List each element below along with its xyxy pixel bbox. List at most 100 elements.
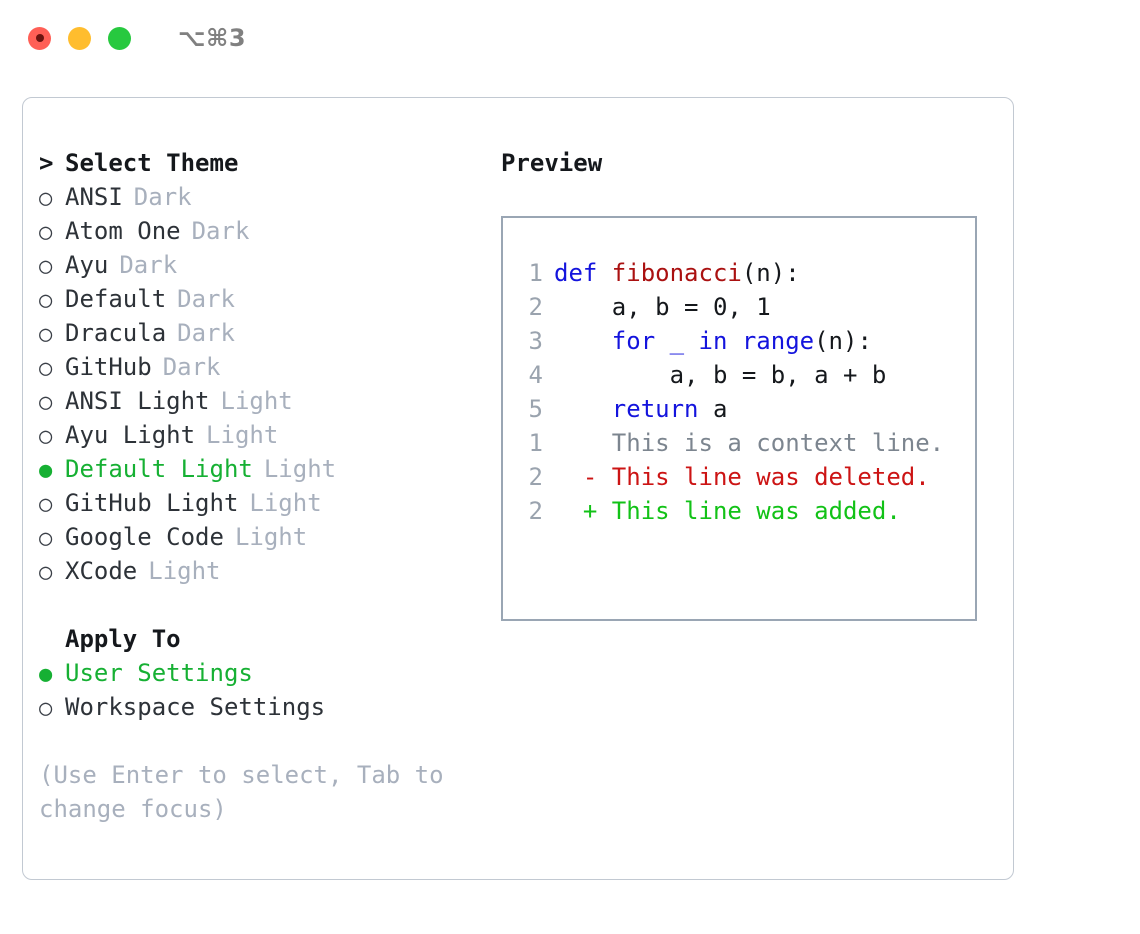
line-number: 4 bbox=[528, 361, 543, 389]
line-number: 2 bbox=[528, 293, 543, 321]
minimize-button[interactable] bbox=[68, 26, 91, 50]
apply-to-label: Workspace Settings bbox=[65, 693, 326, 721]
code-token: for _ in range bbox=[611, 327, 815, 355]
theme-variant-tag: Dark bbox=[191, 217, 250, 245]
radio-selected-icon: ● bbox=[39, 458, 53, 483]
diff-text: This is a context line. bbox=[554, 429, 945, 457]
diff-sample: 1 This is a context line.2 - This line w… bbox=[503, 426, 975, 528]
radio-unselected-icon: ○ bbox=[39, 322, 53, 347]
theme-name: XCode bbox=[65, 557, 138, 585]
theme-name: ANSI bbox=[65, 183, 123, 211]
theme-list-item[interactable]: ○ Atom One Dark bbox=[39, 214, 489, 248]
theme-name: Ayu Light bbox=[65, 421, 196, 449]
apply-to-item[interactable]: ○ Workspace Settings bbox=[39, 690, 489, 724]
radio-unselected-icon: ○ bbox=[39, 390, 53, 415]
theme-variant-tag: Light bbox=[234, 523, 308, 551]
code-line: 4 a, b = b, a + b bbox=[503, 358, 975, 392]
theme-name: Default bbox=[65, 285, 167, 313]
chevron-right-icon: > bbox=[39, 149, 54, 177]
theme-variant-tag: Dark bbox=[162, 353, 221, 381]
line-number: 2 bbox=[528, 463, 543, 491]
code-token: (n): bbox=[741, 259, 800, 287]
theme-list-item[interactable]: ○ GitHub Dark bbox=[39, 350, 489, 384]
code-text: a, b = 0, 1 bbox=[543, 290, 771, 324]
theme-list-item[interactable]: ○ GitHub Light Light bbox=[39, 486, 489, 520]
radio-selected-icon: ● bbox=[39, 662, 53, 687]
theme-name: ANSI Light bbox=[65, 387, 210, 415]
radio-unselected-icon: ○ bbox=[39, 526, 53, 551]
code-token: def bbox=[554, 259, 612, 287]
select-theme-heading: > Select Theme bbox=[39, 146, 489, 180]
theme-list-item[interactable]: ○ ANSI Dark bbox=[39, 180, 489, 214]
code-token: fibonacci bbox=[611, 259, 742, 287]
theme-name: GitHub bbox=[65, 353, 152, 381]
code-text: def fibonacci(n): bbox=[543, 256, 800, 290]
close-button[interactable] bbox=[28, 26, 51, 50]
apply-to-item[interactable]: ● User Settings bbox=[39, 656, 489, 690]
diff-line: 2 - This line was deleted. bbox=[503, 460, 975, 494]
radio-unselected-icon: ○ bbox=[39, 356, 53, 381]
line-number: 2 bbox=[528, 497, 543, 525]
apply-to-list: ● User Settings ○ Workspace Settings bbox=[39, 656, 489, 724]
line-number: 1 bbox=[528, 259, 543, 287]
theme-variant-tag: Light bbox=[249, 489, 322, 517]
theme-list-item[interactable]: ○ Default Dark bbox=[39, 282, 489, 316]
radio-unselected-icon: ○ bbox=[39, 424, 53, 449]
code-token: a, b = b, a + b bbox=[554, 361, 887, 389]
theme-list-item[interactable]: ○ Google Code Light bbox=[39, 520, 489, 554]
theme-variant-tag: Dark bbox=[177, 285, 235, 313]
code-token: a bbox=[698, 395, 728, 423]
theme-variant-tag: Dark bbox=[133, 183, 192, 211]
line-number: 3 bbox=[528, 327, 543, 355]
code-token bbox=[554, 327, 612, 355]
keyboard-shortcut-label: ⌥⌘3 bbox=[178, 24, 247, 52]
diff-text: - This line was deleted. bbox=[554, 463, 930, 491]
radio-unselected-icon: ○ bbox=[39, 492, 53, 517]
diff-line: 2 + This line was added. bbox=[503, 494, 975, 528]
radio-unselected-icon: ○ bbox=[39, 186, 53, 211]
code-text: for _ in range(n): bbox=[543, 324, 872, 358]
radio-unselected-icon: ○ bbox=[39, 288, 53, 313]
theme-name: Atom One bbox=[65, 217, 181, 245]
code-token bbox=[554, 395, 612, 423]
theme-variant-tag: Dark bbox=[119, 251, 178, 279]
title-bar: ⌥⌘3 bbox=[0, 0, 1140, 76]
theme-name: Default Light bbox=[65, 455, 253, 483]
code-token: (n): bbox=[814, 327, 872, 355]
code-line: 5 return a bbox=[503, 392, 975, 426]
theme-name: Google Code bbox=[65, 523, 224, 551]
code-token: return bbox=[611, 395, 699, 423]
line-number: 1 bbox=[528, 429, 543, 457]
line-number: 5 bbox=[528, 395, 543, 423]
radio-unselected-icon: ○ bbox=[39, 696, 53, 721]
theme-variant-tag: Light bbox=[263, 455, 337, 483]
maximize-button[interactable] bbox=[108, 26, 131, 50]
radio-unselected-icon: ○ bbox=[39, 220, 53, 245]
spacer bbox=[39, 588, 489, 622]
code-text: return a bbox=[543, 392, 728, 426]
preview-title: Preview bbox=[501, 149, 603, 177]
traffic-lights bbox=[28, 26, 131, 50]
theme-variant-tag: Dark bbox=[177, 319, 235, 347]
section-title: Apply To bbox=[65, 625, 181, 653]
code-text: a, b = b, a + b bbox=[543, 358, 887, 392]
radio-unselected-icon: ○ bbox=[39, 254, 53, 279]
apply-to-label: User Settings bbox=[65, 659, 253, 687]
apply-to-heading: Apply To bbox=[39, 622, 489, 656]
theme-list-item[interactable]: ● Default Light Light bbox=[39, 452, 489, 486]
diff-line: 1 This is a context line. bbox=[503, 426, 975, 460]
theme-name: GitHub Light bbox=[65, 489, 239, 517]
